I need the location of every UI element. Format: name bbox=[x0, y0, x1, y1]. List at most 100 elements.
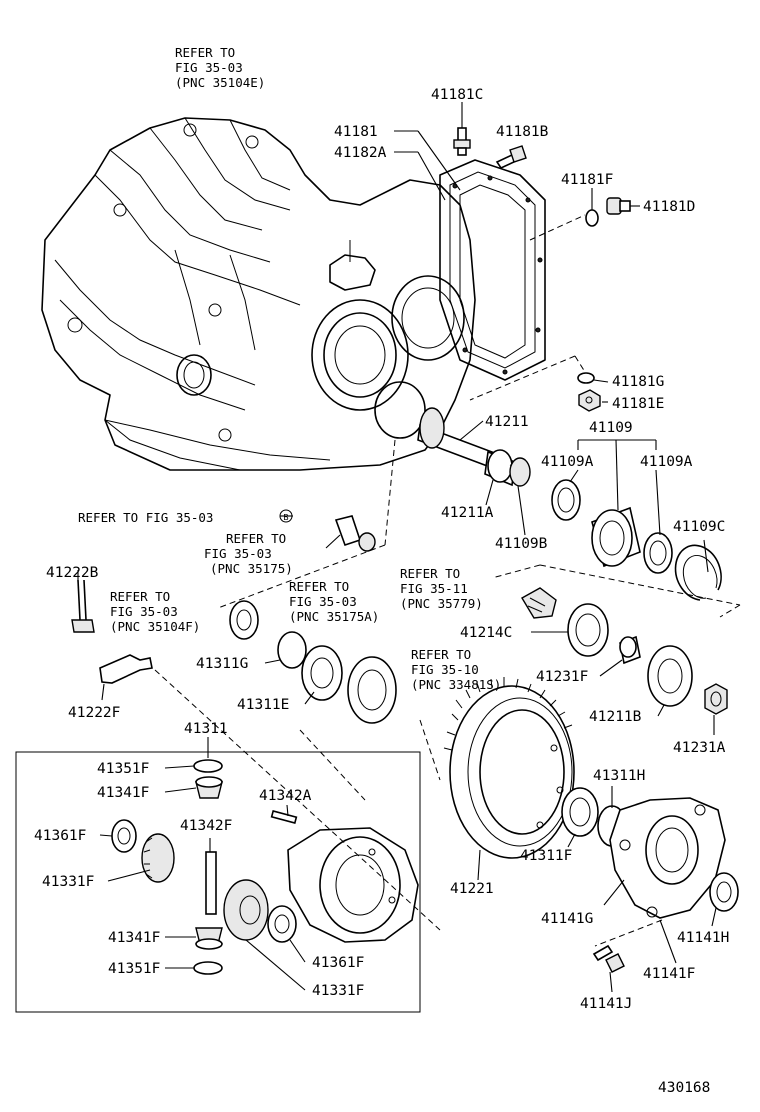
label-41231a: 41231A bbox=[673, 740, 726, 756]
bearing-41109 bbox=[591, 506, 641, 568]
svg-text:(PNC 33481S): (PNC 33481S) bbox=[411, 677, 501, 692]
side-gear-41331f-left bbox=[141, 833, 175, 883]
svg-text:REFER TO: REFER TO bbox=[110, 589, 170, 604]
svg-text:REFER TO: REFER TO bbox=[411, 647, 471, 662]
bracket-41222f bbox=[99, 654, 153, 684]
washer-41181g bbox=[577, 372, 595, 384]
washer-41361f-left bbox=[111, 819, 137, 853]
svg-text:REFER TO: REFER TO bbox=[175, 45, 235, 60]
oil-seal-left bbox=[229, 600, 259, 640]
shaft-41342f bbox=[205, 851, 217, 915]
svg-text:REFER TO: REFER TO bbox=[400, 566, 460, 581]
svg-text:FIG 35-03: FIG 35-03 bbox=[175, 60, 243, 75]
label-41311: 41311 bbox=[184, 721, 228, 737]
bolt-41181b bbox=[495, 145, 527, 170]
svg-text:FIG 35-03: FIG 35-03 bbox=[204, 546, 272, 561]
shim-41311g bbox=[277, 631, 307, 669]
nut-41231a bbox=[704, 683, 728, 715]
svg-text:REFER TO: REFER TO bbox=[289, 579, 349, 594]
label-41311f: 41311F bbox=[520, 848, 572, 864]
refer-note-case: REFER TO FIG 35-03 (PNC 35104E) bbox=[175, 45, 265, 90]
bearing-41311f bbox=[561, 787, 599, 837]
label-41181f: 41181F bbox=[561, 172, 613, 188]
gear-35779 bbox=[521, 587, 557, 619]
label-41109a-2: 41109A bbox=[640, 454, 693, 470]
label-41311e: 41311E bbox=[237, 697, 289, 713]
svg-text:(PNC 35779): (PNC 35779) bbox=[400, 596, 483, 611]
label-41221: 41221 bbox=[450, 881, 494, 897]
label-41181e: 41181E bbox=[612, 396, 664, 412]
snap-ring-41109c bbox=[674, 544, 722, 601]
label-41231f: 41231F bbox=[536, 669, 588, 685]
label-41351f-2: 41351F bbox=[108, 961, 160, 977]
label-41181g: 41181G bbox=[612, 374, 664, 390]
label-41109b: 41109B bbox=[495, 536, 548, 552]
label-41141j: 41141J bbox=[580, 996, 632, 1012]
transaxle-case bbox=[41, 117, 546, 471]
label-41342f: 41342F bbox=[180, 818, 232, 834]
refer-note-fig3503: REFER TO FIG 35-03 bbox=[78, 510, 213, 525]
label-41141g: 41141G bbox=[541, 911, 593, 927]
label-41109c: 41109C bbox=[673, 519, 725, 535]
svg-text:REFER TO: REFER TO bbox=[226, 531, 286, 546]
differential-box bbox=[15, 751, 421, 1013]
bearing-race-41109a-left bbox=[551, 479, 581, 521]
spacer-41231f bbox=[619, 635, 641, 665]
pinion-41341f-bottom bbox=[195, 927, 223, 950]
refer-note-33481s: REFER TO FIG 35-10 (PNC 33481S) bbox=[411, 647, 501, 692]
svg-text:FIG 35-10: FIG 35-10 bbox=[411, 662, 479, 677]
svg-text:FIG 35-11: FIG 35-11 bbox=[400, 581, 468, 596]
washer-41361f-right bbox=[267, 905, 297, 943]
label-41181d: 41181D bbox=[643, 199, 695, 215]
label-41331f-1: 41331F bbox=[42, 874, 94, 890]
differential-case bbox=[287, 827, 419, 943]
svg-text:(PNC 35175A): (PNC 35175A) bbox=[289, 609, 379, 624]
label-41211: 41211 bbox=[485, 414, 529, 430]
label-41351f-1: 41351F bbox=[97, 761, 149, 777]
label-41311h: 41311H bbox=[593, 768, 645, 784]
pinion-41341f-top bbox=[195, 776, 223, 799]
bearing-41214c bbox=[567, 603, 609, 657]
drive-shaft-41211 bbox=[417, 407, 531, 487]
label-41141h: 41141H bbox=[677, 930, 729, 946]
label-41222b: 41222B bbox=[46, 565, 99, 581]
label-41109a-1: 41109A bbox=[541, 454, 594, 470]
ref-circle-letter: B bbox=[283, 513, 289, 522]
label-41214c: 41214C bbox=[460, 625, 512, 641]
svg-text:FIG 35-03: FIG 35-03 bbox=[289, 594, 357, 609]
diagram-id: 430168 bbox=[658, 1080, 710, 1096]
label-41342a: 41342A bbox=[259, 788, 312, 804]
svg-text:(PNC 35104F): (PNC 35104F) bbox=[110, 619, 200, 634]
pin-41342a bbox=[270, 810, 298, 824]
bearing-race-41109a-right bbox=[643, 532, 673, 574]
part-labels: 41181C 41181 41181B 41182A 41181F 41181D… bbox=[34, 87, 729, 1096]
svg-text:(PNC 35175): (PNC 35175) bbox=[210, 561, 293, 576]
label-41181b: 41181B bbox=[496, 124, 549, 140]
alignment-lines bbox=[154, 214, 741, 947]
bolt-41222b bbox=[71, 579, 95, 633]
label-41182a: 41182A bbox=[334, 145, 387, 161]
washer-41351f-bottom bbox=[193, 961, 223, 975]
refer-note-sensor: REFER TO FIG 35-03 (PNC 35175) bbox=[204, 531, 293, 576]
washer-41351f-top bbox=[193, 759, 223, 773]
refer-note-35175a: REFER TO FIG 35-03 (PNC 35175A) bbox=[289, 579, 379, 624]
label-41361f-1: 41361F bbox=[34, 828, 86, 844]
label-41341f-2: 41341F bbox=[108, 930, 160, 946]
refer-note-35779: REFER TO FIG 35-11 (PNC 35779) bbox=[400, 566, 483, 611]
label-41181: 41181 bbox=[334, 124, 378, 140]
plug-41181c bbox=[453, 127, 471, 156]
refer-note-seal-left: REFER TO FIG 35-03 (PNC 35104F) bbox=[110, 589, 200, 634]
bearing-41311e bbox=[301, 645, 343, 701]
label-41311g: 41311G bbox=[196, 656, 248, 672]
bolt-41141j bbox=[592, 944, 625, 973]
plug-41181d bbox=[606, 197, 631, 215]
nut-41181e bbox=[578, 389, 601, 412]
oil-seal-33481s bbox=[347, 656, 397, 724]
leader-lines bbox=[77, 102, 717, 993]
svg-text:FIG 35-03: FIG 35-03 bbox=[110, 604, 178, 619]
oil-seal-41141h bbox=[709, 872, 739, 912]
transaxle-housing-41141 bbox=[609, 797, 726, 919]
svg-text:(PNC 35104E): (PNC 35104E) bbox=[175, 75, 265, 90]
